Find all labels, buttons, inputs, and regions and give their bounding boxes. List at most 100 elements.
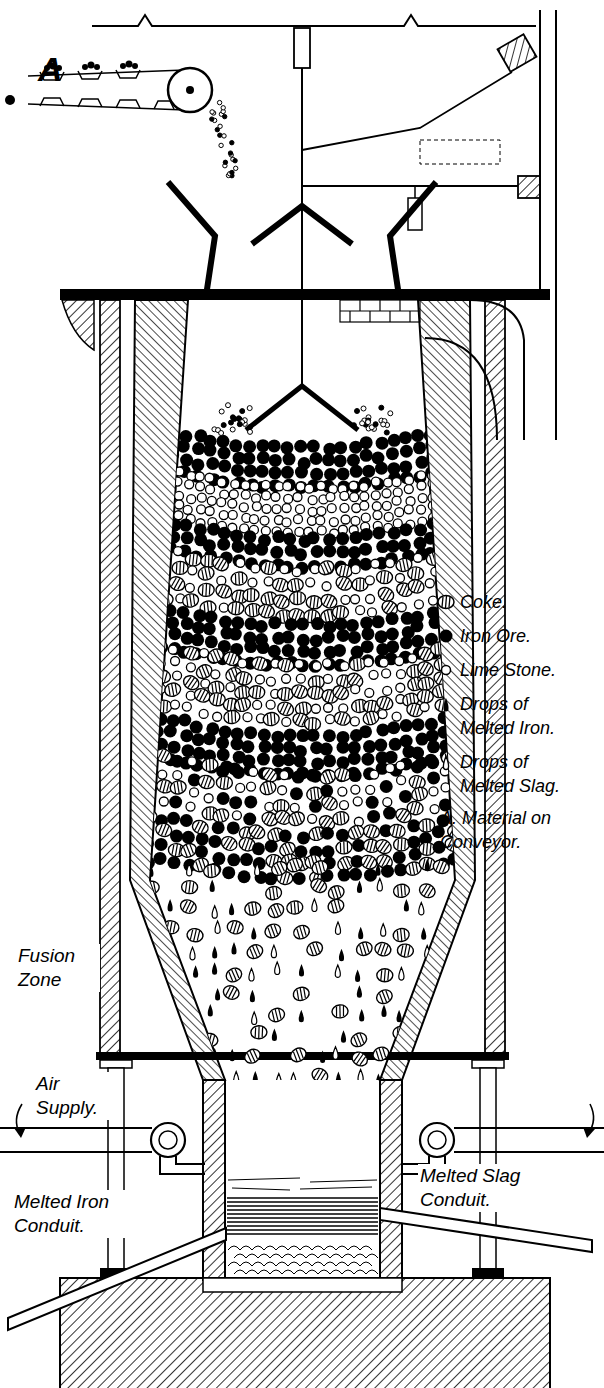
coke-lump xyxy=(438,921,457,938)
limestone xyxy=(351,595,360,604)
iron-ore xyxy=(256,465,269,478)
coke-outline xyxy=(286,577,305,593)
iron-ore xyxy=(453,517,466,530)
limestone xyxy=(436,476,445,485)
iron-ore xyxy=(337,467,350,480)
coke-outline xyxy=(285,856,305,875)
coke-stripe xyxy=(442,925,446,935)
coke-stripe xyxy=(404,945,406,957)
iron-ore xyxy=(467,437,480,450)
coke-stripe xyxy=(309,946,314,955)
iron-ore xyxy=(141,751,154,764)
iron-ore xyxy=(311,757,324,770)
iron-ore xyxy=(170,830,183,843)
iron-ore xyxy=(138,527,151,540)
coke-stripe xyxy=(430,859,432,869)
iron-ore xyxy=(338,869,351,882)
iron-ore xyxy=(323,754,336,767)
iron-ore xyxy=(309,660,322,673)
coke-stripe xyxy=(149,589,151,601)
coke-stripe xyxy=(234,574,236,584)
slag-drop xyxy=(275,962,280,975)
iron-drop xyxy=(148,942,153,955)
iron-ore xyxy=(439,463,452,476)
coke-stripe xyxy=(279,862,285,871)
coke-stripe xyxy=(448,547,451,557)
coke-stripe xyxy=(278,1009,282,1019)
coke-stripe xyxy=(218,682,221,692)
limestone xyxy=(393,488,402,497)
coke-stripe xyxy=(399,826,401,836)
coke-outline xyxy=(419,842,435,855)
iron-ore xyxy=(205,635,218,648)
coke-stripe xyxy=(147,794,151,804)
limestone xyxy=(413,553,422,562)
coke-outline xyxy=(319,794,339,813)
iron-ore xyxy=(323,544,336,557)
limestone xyxy=(395,657,404,666)
coke-lump xyxy=(373,941,392,958)
coke-stripe xyxy=(387,572,388,582)
coke-stripe xyxy=(462,798,466,810)
coke-stripe xyxy=(212,759,214,769)
limestone xyxy=(351,785,360,794)
coke-stripe xyxy=(270,772,276,781)
coke-stripe xyxy=(297,579,300,589)
iron-ore xyxy=(295,466,308,479)
iron-drop xyxy=(355,970,360,983)
coke-stripe xyxy=(341,768,344,780)
iron-drop xyxy=(272,1029,277,1042)
iron-ore xyxy=(438,530,451,543)
coke-stripe xyxy=(204,568,208,580)
limestone xyxy=(371,491,380,500)
iron-ore xyxy=(454,436,467,449)
coke-stripe xyxy=(147,829,149,839)
limestone xyxy=(360,492,369,501)
coke-stripe xyxy=(300,593,302,603)
limestone xyxy=(461,468,470,477)
limestone xyxy=(447,464,456,473)
coke-outline xyxy=(453,544,471,560)
iron-ore xyxy=(367,810,380,823)
iron-ore xyxy=(412,718,425,731)
coke-lump xyxy=(362,823,381,840)
limestone xyxy=(396,683,405,692)
iron-ore xyxy=(238,870,251,883)
coke-lump xyxy=(434,698,451,713)
limestone xyxy=(371,559,380,568)
falling-charge xyxy=(217,100,221,104)
coke-stripe xyxy=(230,922,233,932)
coke-outline xyxy=(277,658,295,673)
coke-stripe xyxy=(290,581,293,591)
coke-stripe xyxy=(254,590,256,600)
coke-stripe xyxy=(340,565,342,575)
coke-stripe xyxy=(171,684,175,696)
coke-stripe xyxy=(227,700,229,710)
limestone xyxy=(155,550,164,559)
coke-stripe xyxy=(239,673,241,683)
iron-ore xyxy=(166,616,179,629)
coke-lump xyxy=(139,926,159,944)
coke-outline xyxy=(287,810,307,829)
coke-lump xyxy=(392,927,410,943)
coke-stripe xyxy=(188,677,195,688)
coke-outline xyxy=(181,880,197,894)
falling-charge xyxy=(221,106,225,110)
iron-ore xyxy=(309,800,322,813)
limestone xyxy=(264,577,273,586)
iron-ore xyxy=(217,446,230,459)
coke-stripe xyxy=(269,889,272,899)
coke-stripe xyxy=(183,563,184,573)
coke-stripe xyxy=(459,684,463,694)
coke-outline xyxy=(438,921,457,938)
limestone xyxy=(204,794,213,803)
coke-stripe xyxy=(406,696,409,706)
outer-casing xyxy=(100,300,120,1058)
coke-stripe xyxy=(346,857,352,866)
coke-outline xyxy=(260,561,277,575)
coke-stripe xyxy=(423,844,424,854)
limestone xyxy=(429,596,438,605)
coke-stripe xyxy=(145,811,147,821)
iron-drop xyxy=(421,927,426,940)
iron-ore xyxy=(191,633,204,646)
